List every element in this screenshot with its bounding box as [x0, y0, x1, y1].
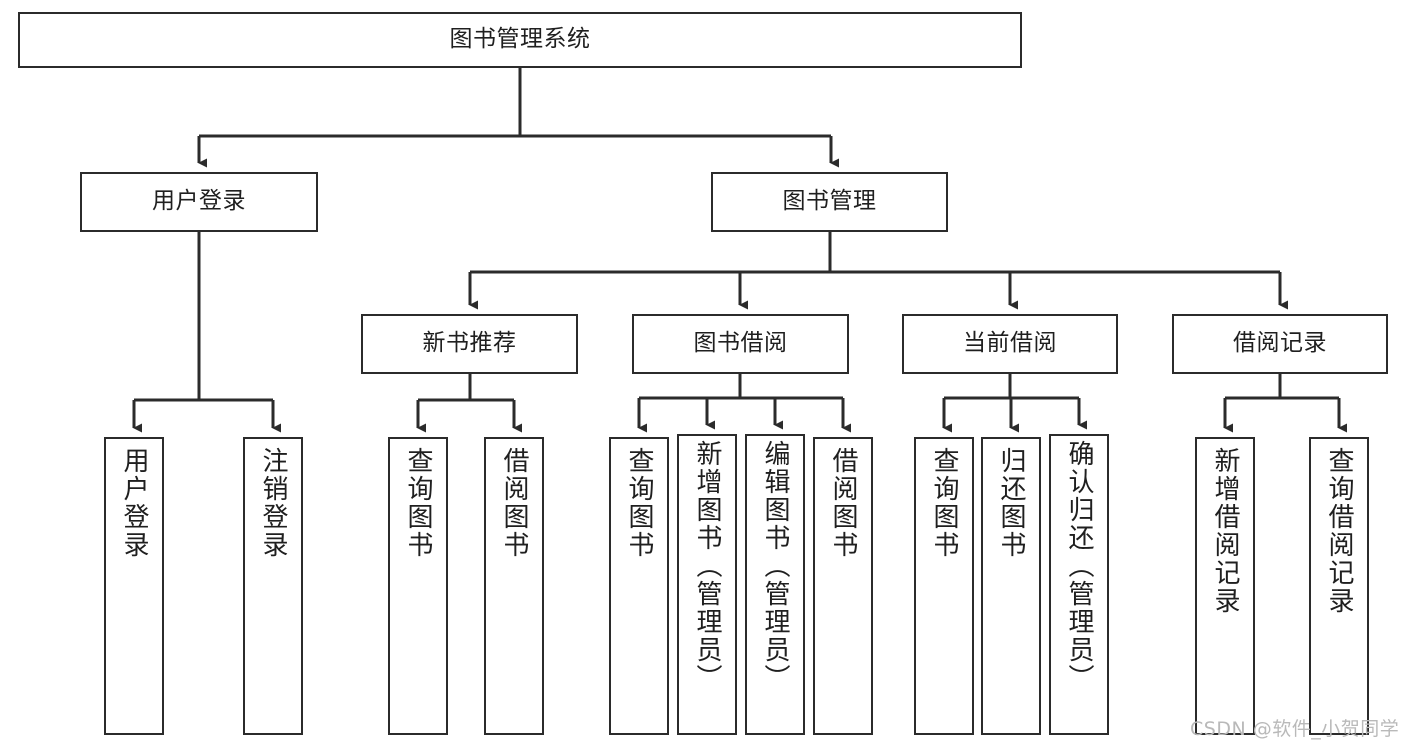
node-user-login-label: 用户登录: [152, 188, 246, 215]
node-book-borrow[interactable]: 图书借阅: [632, 314, 849, 374]
node-leaf-query-borrow-record[interactable]: 查询借阅记录: [1309, 437, 1369, 735]
node-leaf-confirm-return-label: 确认归还（管理员）: [1064, 440, 1094, 692]
node-borrow-record-label: 借阅记录: [1233, 330, 1327, 357]
node-leaf-confirm-return[interactable]: 确认归还（管理员）: [1049, 434, 1109, 735]
node-leaf-query-book-current-label: 查询图书: [929, 447, 959, 559]
node-leaf-borrow-book-recommend-label: 借阅图书: [499, 447, 529, 559]
node-root-label: 图书管理系统: [449, 26, 591, 53]
node-leaf-add-borrow-record[interactable]: 新增借阅记录: [1195, 437, 1255, 735]
node-leaf-add-borrow-record-label: 新增借阅记录: [1210, 447, 1240, 615]
node-leaf-query-book-current[interactable]: 查询图书: [914, 437, 974, 735]
node-leaf-add-book[interactable]: 新增图书（管理员）: [677, 434, 737, 735]
node-current-borrow[interactable]: 当前借阅: [902, 314, 1118, 374]
node-leaf-edit-book[interactable]: 编辑图书（管理员）: [745, 434, 805, 735]
node-current-borrow-label: 当前借阅: [963, 330, 1057, 357]
node-root[interactable]: 图书管理系统: [18, 12, 1022, 68]
node-leaf-logout[interactable]: 注销登录: [243, 437, 303, 735]
node-book-manage[interactable]: 图书管理: [711, 172, 948, 232]
node-new-book-recommend[interactable]: 新书推荐: [361, 314, 578, 374]
node-leaf-query-book-borrow-label: 查询图书: [624, 447, 654, 559]
node-leaf-borrow-book[interactable]: 借阅图书: [813, 437, 873, 735]
node-leaf-edit-book-label: 编辑图书（管理员）: [760, 440, 790, 692]
node-new-book-recommend-label: 新书推荐: [422, 330, 517, 357]
node-leaf-query-book-borrow[interactable]: 查询图书: [609, 437, 669, 735]
node-leaf-user-login[interactable]: 用户登录: [104, 437, 164, 735]
node-leaf-return-book[interactable]: 归还图书: [981, 437, 1041, 735]
node-leaf-add-book-label: 新增图书（管理员）: [692, 440, 722, 692]
node-leaf-query-borrow-record-label: 查询借阅记录: [1324, 447, 1354, 615]
node-leaf-return-book-label: 归还图书: [996, 447, 1026, 559]
node-leaf-user-login-label: 用户登录: [119, 447, 149, 559]
node-borrow-record[interactable]: 借阅记录: [1172, 314, 1388, 374]
node-user-login[interactable]: 用户登录: [80, 172, 318, 232]
node-leaf-borrow-book-label: 借阅图书: [828, 447, 858, 559]
node-book-manage-label: 图书管理: [782, 188, 877, 215]
node-leaf-logout-label: 注销登录: [258, 447, 288, 559]
node-book-borrow-label: 图书借阅: [693, 330, 788, 357]
node-leaf-borrow-book-recommend[interactable]: 借阅图书: [484, 437, 544, 735]
node-leaf-query-book-recommend[interactable]: 查询图书: [388, 437, 448, 735]
node-leaf-query-book-recommend-label: 查询图书: [403, 447, 433, 559]
